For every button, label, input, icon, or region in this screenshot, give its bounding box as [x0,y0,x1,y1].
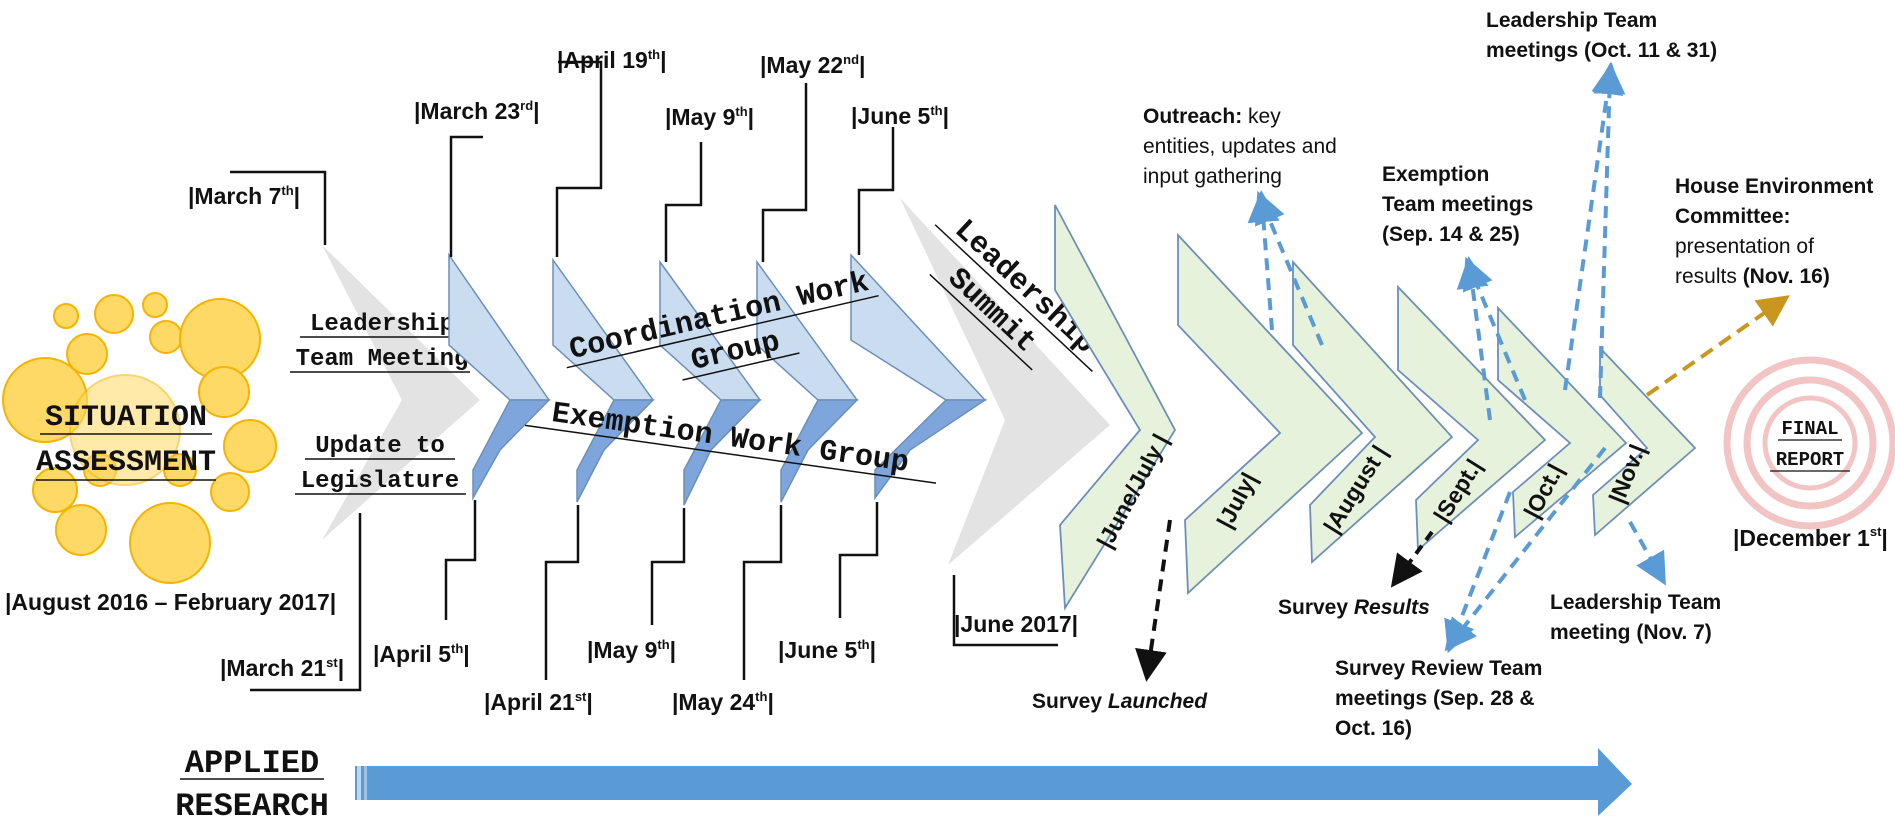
exemption-meetings-line1: Exemption [1382,163,1489,186]
house-committee-line2: Committee: [1675,205,1791,228]
wg-chevron-4 [756,259,859,503]
situation-title-line1: SITUATION [45,401,207,435]
date-may-22: |May 22nd| [760,52,865,78]
date-april-21: |April 21st| [484,689,593,715]
final-report-target [1723,356,1895,530]
date-april-19: |April 19th| [557,47,667,73]
final-report-line2: REPORT [1776,449,1844,471]
final-report-line1: FINAL [1781,418,1838,440]
update-legislature-line1: Update to [315,433,445,460]
meeting-chevron [322,245,480,540]
situation-title-line2: ASSESSMENT [36,446,216,480]
date-may-9-top: |May 9th| [665,104,754,130]
leadership-meeting-label-line2: Team Meeting [296,346,469,373]
date-june-5-top: |June 5th| [851,103,949,129]
survey-review-line3: Oct. 16) [1335,717,1412,740]
wg-chevron-1 [448,252,551,501]
outreach-note-line3: input gathering [1143,165,1282,188]
survey-review-line2: meetings (Sep. 28 & [1335,687,1535,710]
applied-research-arrow [355,748,1632,816]
outreach-note-line1: Outreach: key [1143,105,1281,128]
lt-oct-line1: Leadership Team [1486,9,1657,32]
date-april-5: |April 5th| [373,641,470,667]
survey-launched: Survey Launched [1032,690,1208,713]
survey-review-line1: Survey Review Team [1335,657,1542,680]
update-legislature-line2: Legislature [301,468,459,495]
bottom-date-brackets [444,500,879,680]
date-march-23: |March 23rd| [414,98,540,124]
date-june-5-bottom: |June 5th| [778,637,876,663]
date-march-21: |March 21st| [220,655,344,681]
applied-research-line2: RESEARCH [175,788,329,820]
wg-chevron-2 [552,257,655,503]
house-committee-line3: presentation of [1675,235,1814,258]
situation-date-range: |August 2016 – February 2017| [5,589,336,615]
work-group-chevrons [448,252,988,506]
exemption-meetings-line2: Team meetings [1382,193,1533,216]
month-chevrons-detail [1054,204,1697,611]
wg-chevron-3 [659,259,762,506]
survey-results: Survey Results [1278,596,1430,619]
lt-oct-line2: meetings (Oct. 11 & 31) [1486,39,1717,62]
date-may-9-bottom: |May 9th| [587,637,676,663]
summit-date: |June 2017| [954,611,1078,637]
lt-nov-line2: meeting (Nov. 7) [1550,621,1712,644]
leadership-meeting-label-line1: Leadership [310,311,454,338]
wg-chevron-5 [850,253,988,501]
house-committee-line4: results (Nov. 16) [1675,265,1830,288]
summit-chevron [900,198,1110,565]
bubble-cluster [2,292,277,584]
lt-nov-line1: Leadership Team [1550,591,1721,614]
top-date-brackets [449,60,895,262]
house-committee-line1: House Environment [1675,175,1873,198]
date-march-7: |March 7th| [188,183,300,209]
final-report-date: |December 1st| [1733,524,1888,551]
annotation-arrows [1135,62,1790,682]
applied-research-line1: APPLIED [185,745,319,782]
date-may-24: |May 24th| [672,689,774,715]
outreach-note-line2: entities, updates and [1143,135,1337,158]
exemption-meetings-line3: (Sep. 14 & 25) [1382,223,1520,246]
